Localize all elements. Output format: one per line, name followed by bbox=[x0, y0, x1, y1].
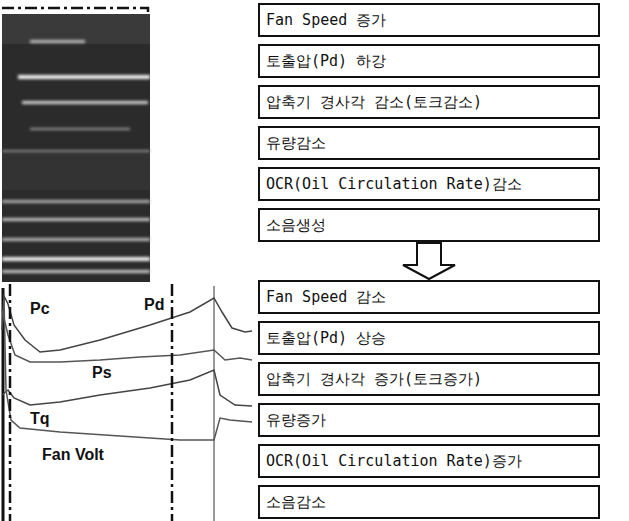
spectrogram-ground bbox=[2, 14, 150, 282]
dash-dot-line bbox=[9, 284, 12, 521]
process-box: OCR(Oil Circulation Rate)감소 bbox=[258, 167, 600, 201]
box-text: 압축기 경사각 증가(토크증가) bbox=[266, 370, 592, 388]
block-arrow bbox=[403, 243, 455, 279]
spectrogram-streak bbox=[30, 128, 130, 130]
marker-line bbox=[213, 286, 215, 521]
box-text: 압축기 경사각 감소(토크감소) bbox=[266, 93, 592, 111]
box-text: 토출압(Pd) 하강 bbox=[266, 52, 592, 70]
pd-curve bbox=[2, 296, 252, 352]
spectrogram-streak bbox=[2, 200, 150, 203]
signal-name: Ps bbox=[90, 364, 114, 382]
spectrogram-streak bbox=[2, 150, 150, 152]
process-box: 토출압(Pd) 하강 bbox=[258, 44, 600, 78]
spectrogram bbox=[2, 14, 150, 282]
spectrogram-streak bbox=[2, 218, 150, 221]
process-box: 소음감소 bbox=[258, 485, 600, 519]
tq-curve bbox=[2, 370, 252, 406]
process-box: 토출압(Pd) 상승 bbox=[258, 321, 600, 355]
signal-name: Fan Volt bbox=[40, 446, 106, 464]
signal-name: Pc bbox=[28, 300, 52, 318]
spectrogram-streak bbox=[22, 101, 148, 104]
process-box: 소음생성 bbox=[258, 208, 600, 242]
fan-volt-curve bbox=[4, 300, 252, 440]
box-text: 소음감소 bbox=[266, 493, 592, 511]
process-box: Fan Speed 감소 bbox=[258, 280, 600, 314]
process-box: 압축기 경사각 증가(토크증가) bbox=[258, 362, 600, 396]
process-box: 유량증가 bbox=[258, 403, 600, 437]
signal-name: Tq bbox=[28, 410, 52, 428]
signal-name: Pd bbox=[142, 296, 166, 314]
box-text: 토출압(Pd) 상승 bbox=[266, 329, 592, 347]
dash-dot-line bbox=[171, 284, 174, 521]
box-text: Fan Speed 증가 bbox=[266, 11, 592, 29]
box-text: 소음생성 bbox=[266, 216, 592, 234]
process-box: OCR(Oil Circulation Rate)증가 bbox=[258, 444, 600, 478]
dash-dot-bracket bbox=[2, 8, 148, 16]
trend-chart bbox=[2, 284, 252, 521]
spectrogram-streak bbox=[18, 75, 150, 79]
box-text: OCR(Oil Circulation Rate)감소 bbox=[266, 175, 592, 193]
spectrogram-streak bbox=[2, 270, 150, 273]
box-text: 유량증가 bbox=[266, 411, 592, 429]
process-box: 압축기 경사각 감소(토크감소) bbox=[258, 85, 600, 119]
spectrogram-streak bbox=[30, 40, 85, 43]
process-box: Fan Speed 증가 bbox=[258, 3, 600, 37]
box-text: Fan Speed 감소 bbox=[266, 288, 592, 306]
box-text: OCR(Oil Circulation Rate)증가 bbox=[266, 452, 592, 470]
spectrogram-streak bbox=[2, 238, 150, 241]
spectrogram-band bbox=[2, 14, 150, 44]
spectrogram-streak bbox=[2, 257, 150, 261]
spectrogram-band bbox=[2, 150, 150, 190]
box-text: 유량감소 bbox=[266, 134, 592, 152]
process-box: 유량감소 bbox=[258, 126, 600, 160]
